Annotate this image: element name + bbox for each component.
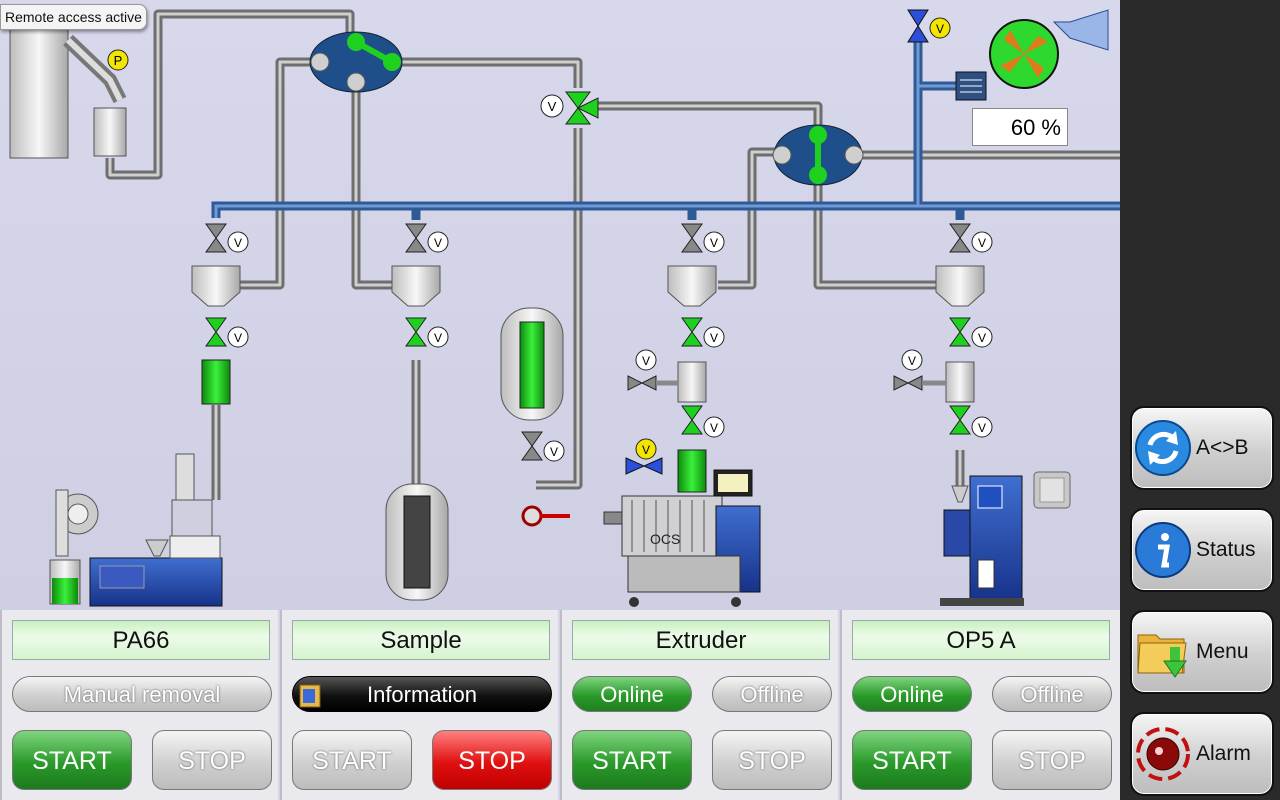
svg-text:V: V [234,331,242,345]
svg-text:V: V [710,331,718,345]
stop-button[interactable]: STOP [152,730,272,790]
panel-title: Sample [292,620,550,660]
swap-arrows-icon [1135,420,1191,476]
sidebar-item-label: A<>B [1196,436,1249,459]
sidebar: A<>B Status Menu Alarm [1120,0,1280,800]
svg-text:V: V [710,421,718,435]
svg-text:P: P [114,53,123,68]
stop-button[interactable]: STOP [992,730,1112,790]
fan-speed-display: 60 % [972,108,1068,146]
online-button[interactable]: Online [572,676,692,712]
process-diagram: P V V V [0,0,1120,610]
start-button[interactable]: START [572,730,692,790]
svg-text:V: V [434,236,442,250]
injection-machine [49,453,223,607]
panel-extruder: Extruder Online Offline START STOP [560,610,838,800]
op5-machine [940,471,1071,606]
info-icon [1135,522,1191,578]
svg-text:V: V [936,22,944,36]
three-way-valve: V [540,91,599,125]
stop-button[interactable]: STOP [712,730,832,790]
start-button[interactable]: START [292,730,412,790]
svg-text:V: V [550,445,558,459]
offline-button[interactable]: Offline [992,676,1112,712]
svg-text:V: V [908,354,916,368]
svg-text:V: V [642,354,650,368]
panel-pa66: PA66 Manual removal START STOP [0,610,278,800]
stop-button[interactable]: STOP [432,730,552,790]
panel-sample: Sample Information START STOP [280,610,558,800]
svg-text:V: V [978,421,986,435]
switch-left [309,31,403,93]
remote-access-badge: Remote access active [0,4,147,30]
sidebar-item-label: Menu [1196,640,1249,663]
receivers: V V V V V V V V [191,223,993,493]
svg-text:V: V [710,236,718,250]
svg-text:OCS: OCS [650,531,680,547]
svg-text:V: V [548,99,557,114]
blower-fan: V [907,9,1109,101]
panel-op5a: OP5 A Online Offline START STOP [840,610,1120,800]
svg-text:V: V [978,236,986,250]
menu-button[interactable]: Menu [1130,610,1274,694]
start-button[interactable]: START [12,730,132,790]
station-panels: PA66 Manual removal START STOP Sample In… [0,610,1120,800]
status-button[interactable]: Status [1130,508,1274,592]
sidebar-item-label: Status [1196,538,1256,561]
storage-tank: V [500,307,570,527]
folder-download-icon [1137,634,1187,678]
panel-title: Extruder [572,620,830,660]
folder-info-icon [299,684,321,708]
panel-title: OP5 A [852,620,1110,660]
extruder-machine: V OCS [603,438,761,607]
silo: P [9,27,129,159]
offline-button[interactable]: Offline [712,676,832,712]
sidebar-item-label: Alarm [1196,742,1251,765]
manual-removal-button[interactable]: Manual removal [12,676,272,712]
online-button[interactable]: Online [852,676,972,712]
sample-vessel [385,483,449,601]
svg-text:V: V [642,443,650,457]
svg-text:V: V [234,236,242,250]
alarm-button[interactable]: Alarm [1130,712,1274,796]
information-label: Information [366,682,478,707]
start-button[interactable]: START [852,730,972,790]
svg-text:V: V [978,331,986,345]
swap-ab-button[interactable]: A<>B [1130,406,1274,490]
switch-right [772,124,864,186]
alarm-siren-icon [1136,727,1190,781]
information-button[interactable]: Information [292,676,552,712]
panel-title: PA66 [12,620,270,660]
svg-text:V: V [434,331,442,345]
